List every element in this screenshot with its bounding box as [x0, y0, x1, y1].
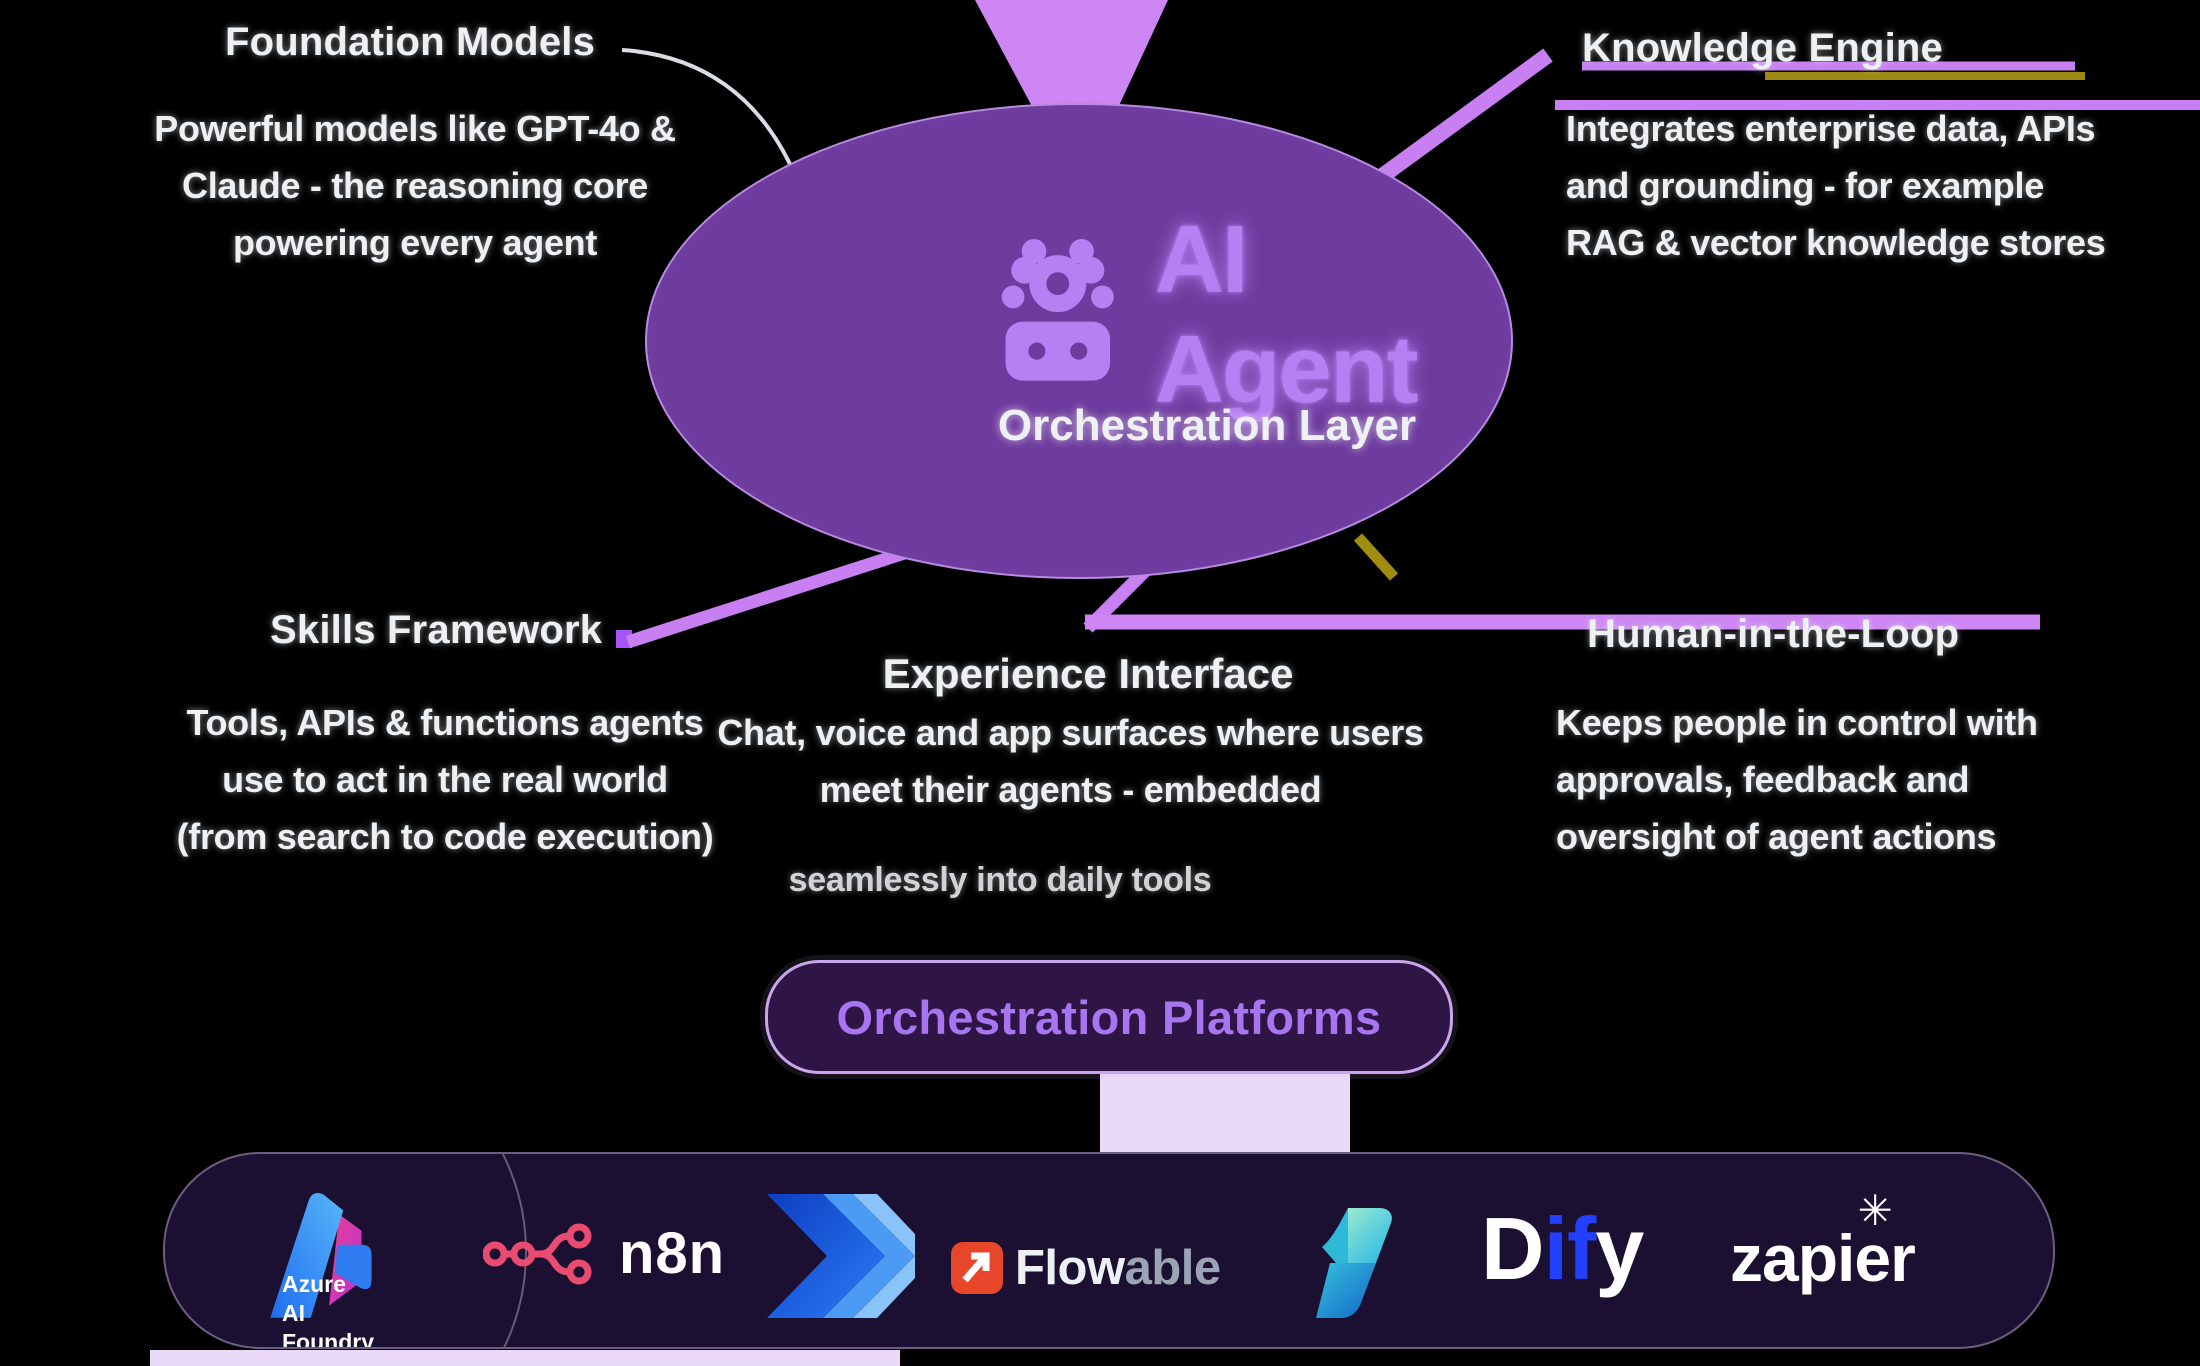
ex-line-2: meet their agents - embedded — [819, 769, 1322, 810]
paragraph-experience-interface: Chat, voice and app surfaces where users… — [588, 704, 1553, 818]
center-subtitle: Orchestration Layer — [997, 401, 1417, 450]
microsoft-copilot-icon — [1316, 1208, 1392, 1318]
flowable-wordmark-gray: able — [1124, 1241, 1222, 1295]
hl-line-1: Keeps people in control with — [1556, 702, 2038, 743]
fm-line-3: powering every agent — [232, 222, 598, 263]
hl-line-3: oversight of agent actions — [1556, 816, 1997, 857]
flowable-wordmark-white: Flow — [1015, 1241, 1125, 1295]
ke-line-3: RAG & vector knowledge stores — [1566, 222, 2106, 263]
label-knowledge-engine: Knowledge Engine — [1582, 26, 1943, 70]
connector-skills-diagonal — [626, 541, 922, 649]
paragraph-knowledge-engine: Integrates enterprise data, APIs and gro… — [1566, 100, 2186, 271]
sf-line-1: Tools, APIs & functions agents — [186, 702, 704, 743]
connector-skills-node — [616, 630, 632, 648]
center-title: AI Agent — [1154, 206, 1419, 423]
ellipse-center-row: AI Agent — [977, 205, 1511, 425]
dify-letter-y: y — [1595, 1199, 1644, 1298]
azure-ai-foundry-icon — [270, 1192, 372, 1318]
paragraph-foundation-models: Powerful models like GPT-4o & Claude - t… — [48, 100, 782, 271]
connector-knowledge-diagonal — [1365, 48, 1553, 192]
sf-line-2: use to act in the real world — [222, 759, 668, 800]
platforms-logo-bar: Azure AI Foundry n8n — [163, 1152, 2055, 1349]
label-human-in-the-loop: Human-in-the-Loop — [1587, 612, 1960, 656]
label-skills-framework: Skills Framework — [270, 608, 603, 652]
azure-caption: Azure AI Foundry — [282, 1270, 402, 1349]
azure-caption-line1: Azure — [282, 1271, 346, 1297]
logo-azure-ai-foundry: Azure AI Foundry — [250, 1184, 402, 1347]
n8n-icon — [483, 1223, 592, 1284]
ke-line-1: Integrates enterprise data, APIs — [1566, 108, 2096, 149]
orchestration-ellipse: AI Agent Orchestration Layer — [645, 103, 1513, 579]
connector-top-ribbon — [975, 0, 1168, 125]
fm-line-2: Claude - the reasoning core — [182, 165, 648, 206]
paragraph-human-in-the-loop: Keeps people in control with approvals, … — [1556, 694, 2126, 865]
paragraph-skills-framework: Tools, APIs & functions agents use to ac… — [95, 694, 795, 865]
decorative-ring — [165, 1154, 527, 1347]
connector-pill-to-bar — [1100, 1062, 1350, 1157]
ex-line-1: Chat, voice and app surfaces where users — [717, 712, 1424, 753]
flowable-icon — [951, 1242, 1003, 1294]
flowable-wordmark: Flowable — [1015, 1240, 1221, 1296]
logo-zapier: zapier ✳ — [1730, 1187, 1916, 1296]
azure-caption-line2: AI Foundry — [282, 1300, 374, 1349]
label-experience-interface: Experience Interface — [882, 650, 1294, 697]
zapier-star-icon: ✳ — [1857, 1187, 1892, 1234]
ke-line-2: and grounding - for example — [1566, 165, 2044, 206]
logo-flowable: Flowable — [951, 1240, 1221, 1296]
connector-olive-line-bottom — [1353, 533, 1399, 581]
label-foundation-models: Foundation Models — [225, 20, 596, 64]
n8n-wordmark: n8n — [619, 1221, 726, 1286]
dify-letters-if: if — [1543, 1199, 1597, 1298]
robot-gear-icon — [1001, 238, 1114, 381]
logo-microsoft-copilot — [1290, 1204, 1418, 1332]
orchestration-platforms-pill: Orchestration Platforms — [765, 960, 1453, 1074]
logo-power-automate — [765, 1194, 915, 1319]
logo-n8n: n8n — [483, 1220, 725, 1287]
pill-label: Orchestration Platforms — [836, 990, 1382, 1044]
zapier-wordmark: zapier ✳ — [1730, 1187, 1916, 1296]
power-automate-icon — [767, 1194, 915, 1318]
hl-line-2: approvals, feedback and — [1556, 759, 1970, 800]
experience-interface-tail: seamlessly into daily tools — [788, 861, 1212, 899]
dify-letter-d: D — [1481, 1199, 1545, 1298]
connector-foundation-curve — [621, 48, 797, 176]
sf-line-3: (from search to code execution) — [176, 816, 714, 857]
fm-line-1: Powerful models like GPT-4o & — [154, 108, 676, 149]
zapier-text: zapier — [1730, 1221, 1916, 1295]
bottom-lavender-strip — [150, 1350, 900, 1366]
